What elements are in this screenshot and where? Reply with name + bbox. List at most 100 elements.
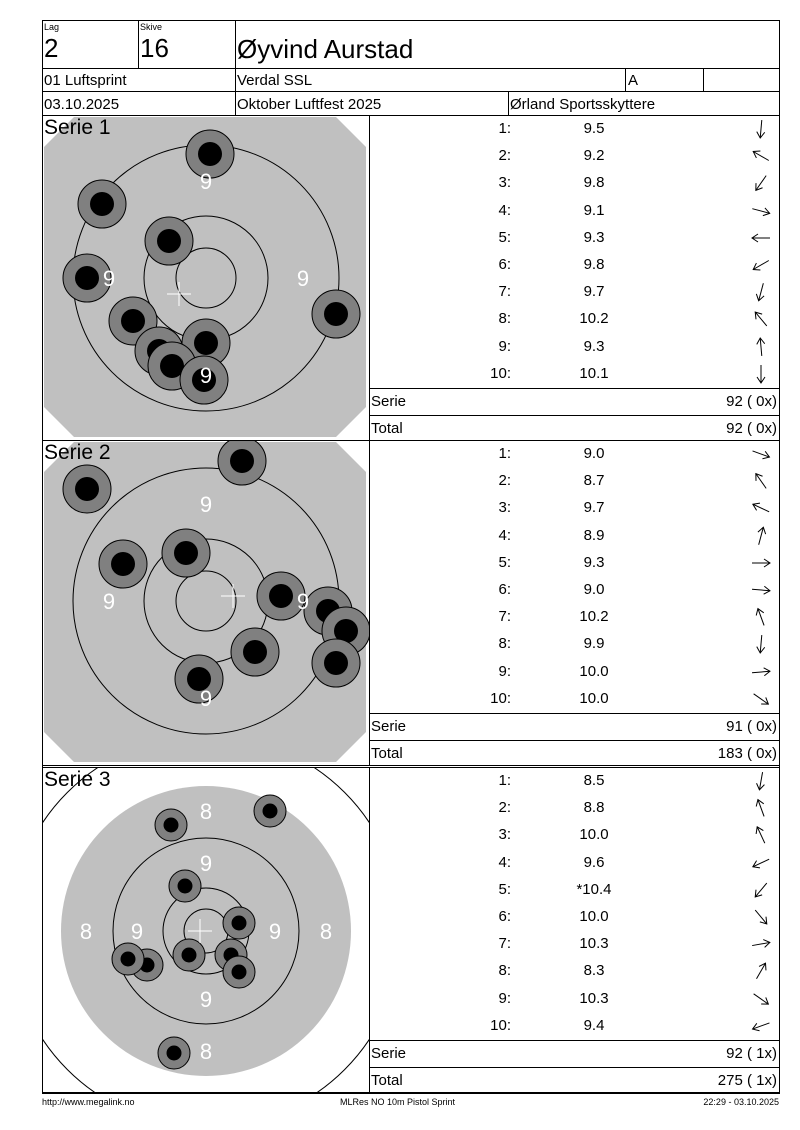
shot-score: *10.4 <box>576 880 612 898</box>
shot-hole-5 <box>311 289 361 339</box>
shot-row: 3:9.7 <box>369 495 779 522</box>
direction-arrow-icon <box>752 558 771 568</box>
ring-number: 9 <box>200 851 212 876</box>
shot-number: 1: <box>498 772 511 789</box>
shot-row: 2:9.2 <box>369 143 779 170</box>
shot-row: 1: 9.5 <box>369 116 779 143</box>
direction-arrow-icon <box>752 858 770 868</box>
shot-number: 9: <box>498 662 511 680</box>
skive-value: 16 <box>140 33 169 63</box>
shot-score: 10.3 <box>579 935 609 953</box>
ring-number: 9 <box>131 919 143 944</box>
club-name: Verdal SSL <box>237 72 313 89</box>
shot-score: 9.3 <box>583 228 605 246</box>
shot-row: 7: 10.3 <box>369 931 779 958</box>
direction-arrow-icon <box>752 150 770 162</box>
shot-number: 2: <box>498 799 511 817</box>
shot-hole-2 <box>217 441 267 486</box>
direction-arrow-icon <box>751 585 771 595</box>
serie-label: Serie <box>371 393 407 410</box>
shot-score: 10.0 <box>579 689 609 707</box>
date-cell: 03.10.2025 <box>42 91 236 116</box>
shot-number: 5: <box>498 228 511 246</box>
shot-hole-3 <box>144 216 194 266</box>
shot-hole-1 <box>185 129 235 179</box>
direction-arrow-icon <box>754 882 768 898</box>
direction-arrow-icon <box>756 635 766 655</box>
shot-row: 7:10.2 <box>369 604 779 631</box>
shot-score: 8.5 <box>583 772 605 789</box>
ring-number: 9 <box>200 363 212 388</box>
direction-arrow-icon <box>755 607 765 626</box>
center-cross-icon <box>167 282 191 306</box>
shot-row: 10:10.1 <box>369 361 779 388</box>
shot-number: 1: <box>498 120 511 137</box>
shot-score: 9.4 <box>583 1016 605 1034</box>
shot-number: 5: <box>498 880 511 898</box>
shot-score: 9.5 <box>583 120 605 137</box>
shot-number: 6: <box>498 581 511 598</box>
class-value: A <box>628 72 639 89</box>
ring-number: 9 <box>297 589 309 614</box>
direction-arrow-icon <box>755 798 765 817</box>
shot-hole-10 <box>179 355 229 405</box>
shot-row: 6:9.8 <box>369 252 779 279</box>
footer-software: MLRes NO 10m Pistol Sprint <box>340 1097 456 1107</box>
serie-label: Serie <box>371 1045 407 1062</box>
ring-number: 9 <box>200 987 212 1012</box>
shot-score: 9.7 <box>583 283 605 301</box>
direction-arrow-icon <box>752 939 771 948</box>
shot-score: 9.8 <box>583 174 605 192</box>
shot-hole-9 <box>111 942 145 976</box>
club-cell: Verdal SSL <box>235 68 626 92</box>
ring-number: 8 <box>320 919 332 944</box>
shot-number: 6: <box>498 908 511 925</box>
class-extra-cell <box>703 68 780 92</box>
shot-number: 2: <box>498 472 511 490</box>
direction-arrow-icon <box>757 526 767 545</box>
competition-name: Oktober Luftfest 2025 <box>237 96 382 113</box>
total-label: Total <box>371 1072 403 1089</box>
shot-number: 4: <box>498 201 511 219</box>
shot-number: 9: <box>498 337 511 355</box>
competition-cell: Oktober Luftfest 2025 <box>235 91 509 116</box>
shot-number: 6: <box>498 256 511 273</box>
shot-hole-1 <box>154 808 188 842</box>
shot-score: 9.3 <box>583 553 605 571</box>
ring-number: 8 <box>200 1039 212 1064</box>
direction-arrow-icon <box>755 826 766 844</box>
shot-number: 4: <box>498 526 511 544</box>
name-cell: Øyvind Aurstad <box>235 20 780 69</box>
shot-row: 10:10.0 <box>369 686 779 713</box>
ring-number: 9 <box>200 169 212 194</box>
lag-value: 2 <box>44 33 59 63</box>
target-ring <box>175 247 237 309</box>
shot-score: 9.1 <box>583 201 605 219</box>
shot-hole-4 <box>62 253 112 303</box>
shot-hole-4 <box>222 906 256 940</box>
shot-row: 6:9.0 <box>369 577 779 604</box>
footer-url[interactable]: http://www.megalink.no <box>42 1097 135 1107</box>
direction-arrow-icon <box>752 450 771 460</box>
direction-arrow-icon <box>752 503 770 513</box>
target-background <box>44 442 366 762</box>
ring-number: 9 <box>297 266 309 291</box>
shot-number: 7: <box>498 608 511 626</box>
ring-number: 9 <box>103 266 115 291</box>
total-label: Total <box>371 745 403 762</box>
shot-hole-3 <box>98 539 148 589</box>
shot-number: 7: <box>498 935 511 953</box>
shot-hole-5 <box>172 938 206 972</box>
shot-score: 10.0 <box>579 662 609 680</box>
total-label: Total <box>371 420 403 437</box>
shot-row: 1:9.0 <box>369 441 779 468</box>
shot-number: 4: <box>498 853 511 871</box>
direction-arrow-icon <box>753 993 770 1005</box>
